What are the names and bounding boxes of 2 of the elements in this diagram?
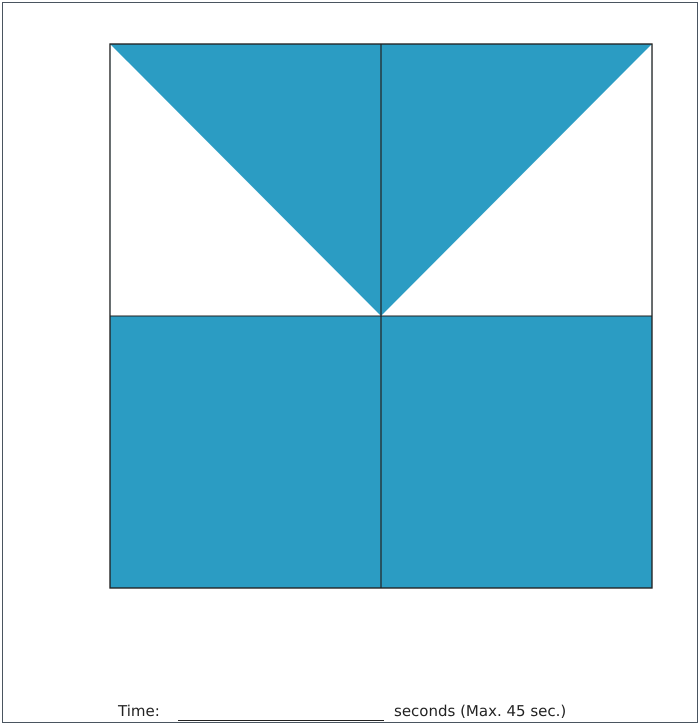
time-label: Time: xyxy=(118,702,160,720)
time-limit-note: seconds (Max. 45 sec.) xyxy=(394,702,566,720)
